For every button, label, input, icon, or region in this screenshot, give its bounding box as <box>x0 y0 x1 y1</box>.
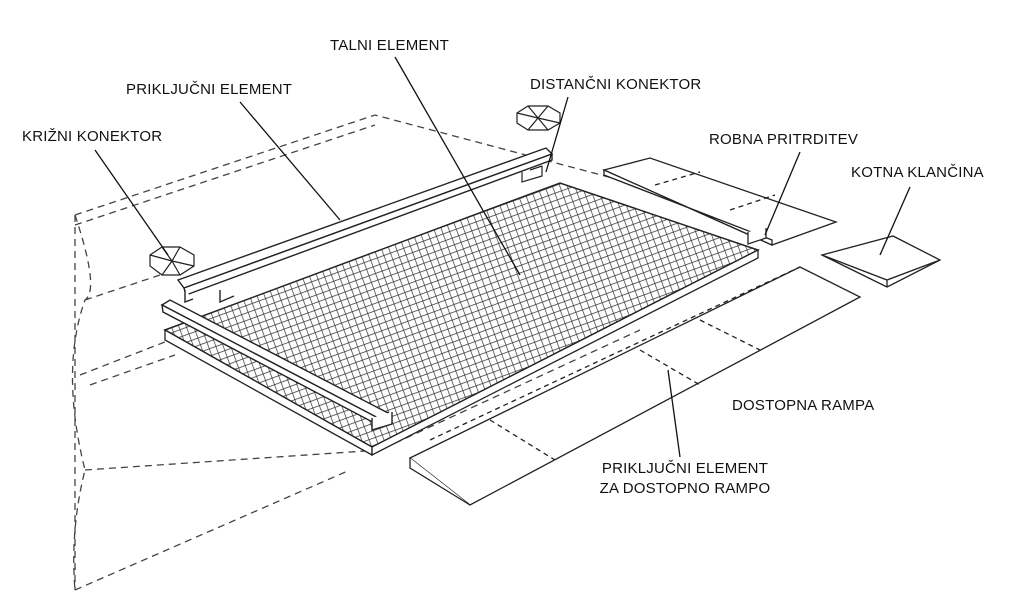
label-ramp-connector: PRIKLJUČNI ELEMENT ZA DOSTOPNO RAMPO <box>590 459 780 499</box>
floor-element-side-right <box>371 248 759 457</box>
edge-fixing <box>602 157 838 247</box>
label-corner-ramp: KOTNA KLANČINA <box>851 164 984 181</box>
label-ramp-connector-line2: ZA DOSTOPNO RAMPO <box>599 480 771 497</box>
connecting-element-rear <box>176 147 554 304</box>
label-cross-connector: KRIŽNI KONEKTOR <box>22 128 163 145</box>
label-edge-fixing: ROBNA PRITRDITEV <box>709 131 859 148</box>
access-ramp <box>408 266 862 506</box>
leader-lines <box>94 56 911 458</box>
label-spacer-connector: DISTANČNI KONEKTOR <box>530 76 702 93</box>
corner-ramp <box>820 235 942 288</box>
connecting-element-front <box>160 299 393 431</box>
label-access-ramp: DOSTOPNA RAMPA <box>732 397 875 414</box>
label-floor-element: TALNI ELEMENT <box>330 37 450 54</box>
cross-connector <box>149 246 195 276</box>
label-ramp-connector-line1: PRIKLJUČNI ELEMENT <box>601 460 769 477</box>
label-connecting-element: PRIKLJUČNI ELEMENT <box>126 81 293 98</box>
